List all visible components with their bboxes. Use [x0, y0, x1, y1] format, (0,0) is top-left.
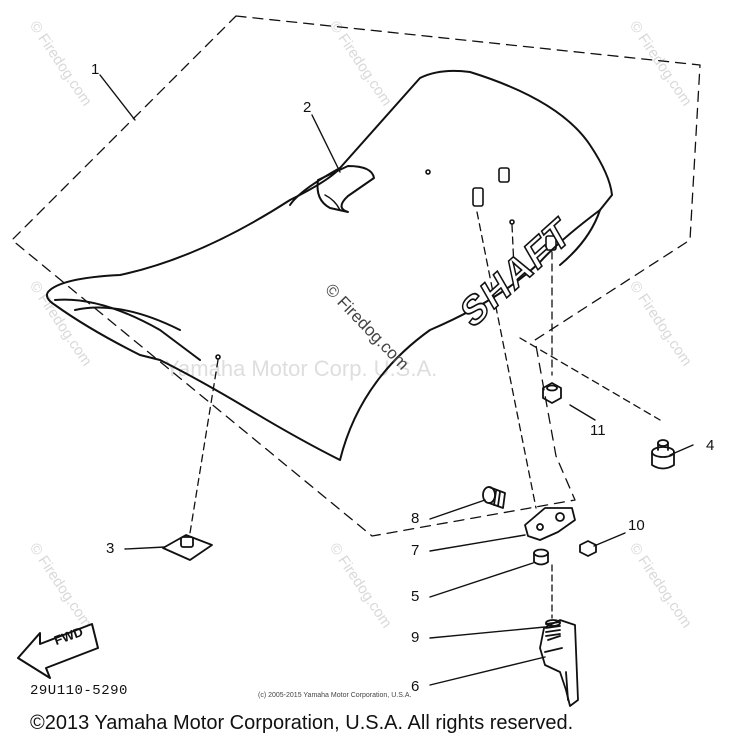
part-7-plate — [524, 507, 576, 541]
callout-10: 10 — [628, 517, 645, 534]
part-11-nut — [542, 382, 562, 404]
leader-lines — [99, 74, 694, 686]
seat-strap — [316, 165, 375, 213]
callout-9: 9 — [411, 629, 420, 646]
callout-8: 8 — [411, 510, 420, 527]
part-3-bracket — [162, 534, 213, 561]
callout-7: 7 — [411, 542, 420, 559]
seat — [45, 69, 613, 461]
callout-11: 11 — [590, 422, 606, 439]
fwd-arrow — [17, 623, 99, 679]
part-4-damper — [651, 439, 675, 470]
callout-5: 5 — [411, 588, 420, 605]
part-10-nut — [579, 540, 597, 557]
small-copyright: (c) 2005-2015 Yamaha Motor Corporation, … — [258, 692, 412, 699]
diagram-code: 29U110-5290 — [30, 683, 128, 699]
callout-6: 6 — [411, 678, 420, 695]
part-5-collar — [533, 548, 549, 566]
callout-3: 3 — [106, 540, 115, 557]
copyright-notice: ©2013 Yamaha Motor Corporation, U.S.A. A… — [30, 712, 574, 734]
watermark-banner: Yamaha Motor Corp. U.S.A. — [165, 356, 438, 381]
assembly-boundary — [11, 15, 701, 537]
callout-2: 2 — [303, 99, 312, 116]
part-6-hook — [539, 619, 579, 707]
callout-4: 4 — [706, 437, 715, 454]
part-8-bolt — [482, 486, 506, 509]
callout-1: 1 — [91, 61, 100, 78]
seat-studs — [215, 167, 557, 360]
alignment-lines — [189, 211, 661, 534]
